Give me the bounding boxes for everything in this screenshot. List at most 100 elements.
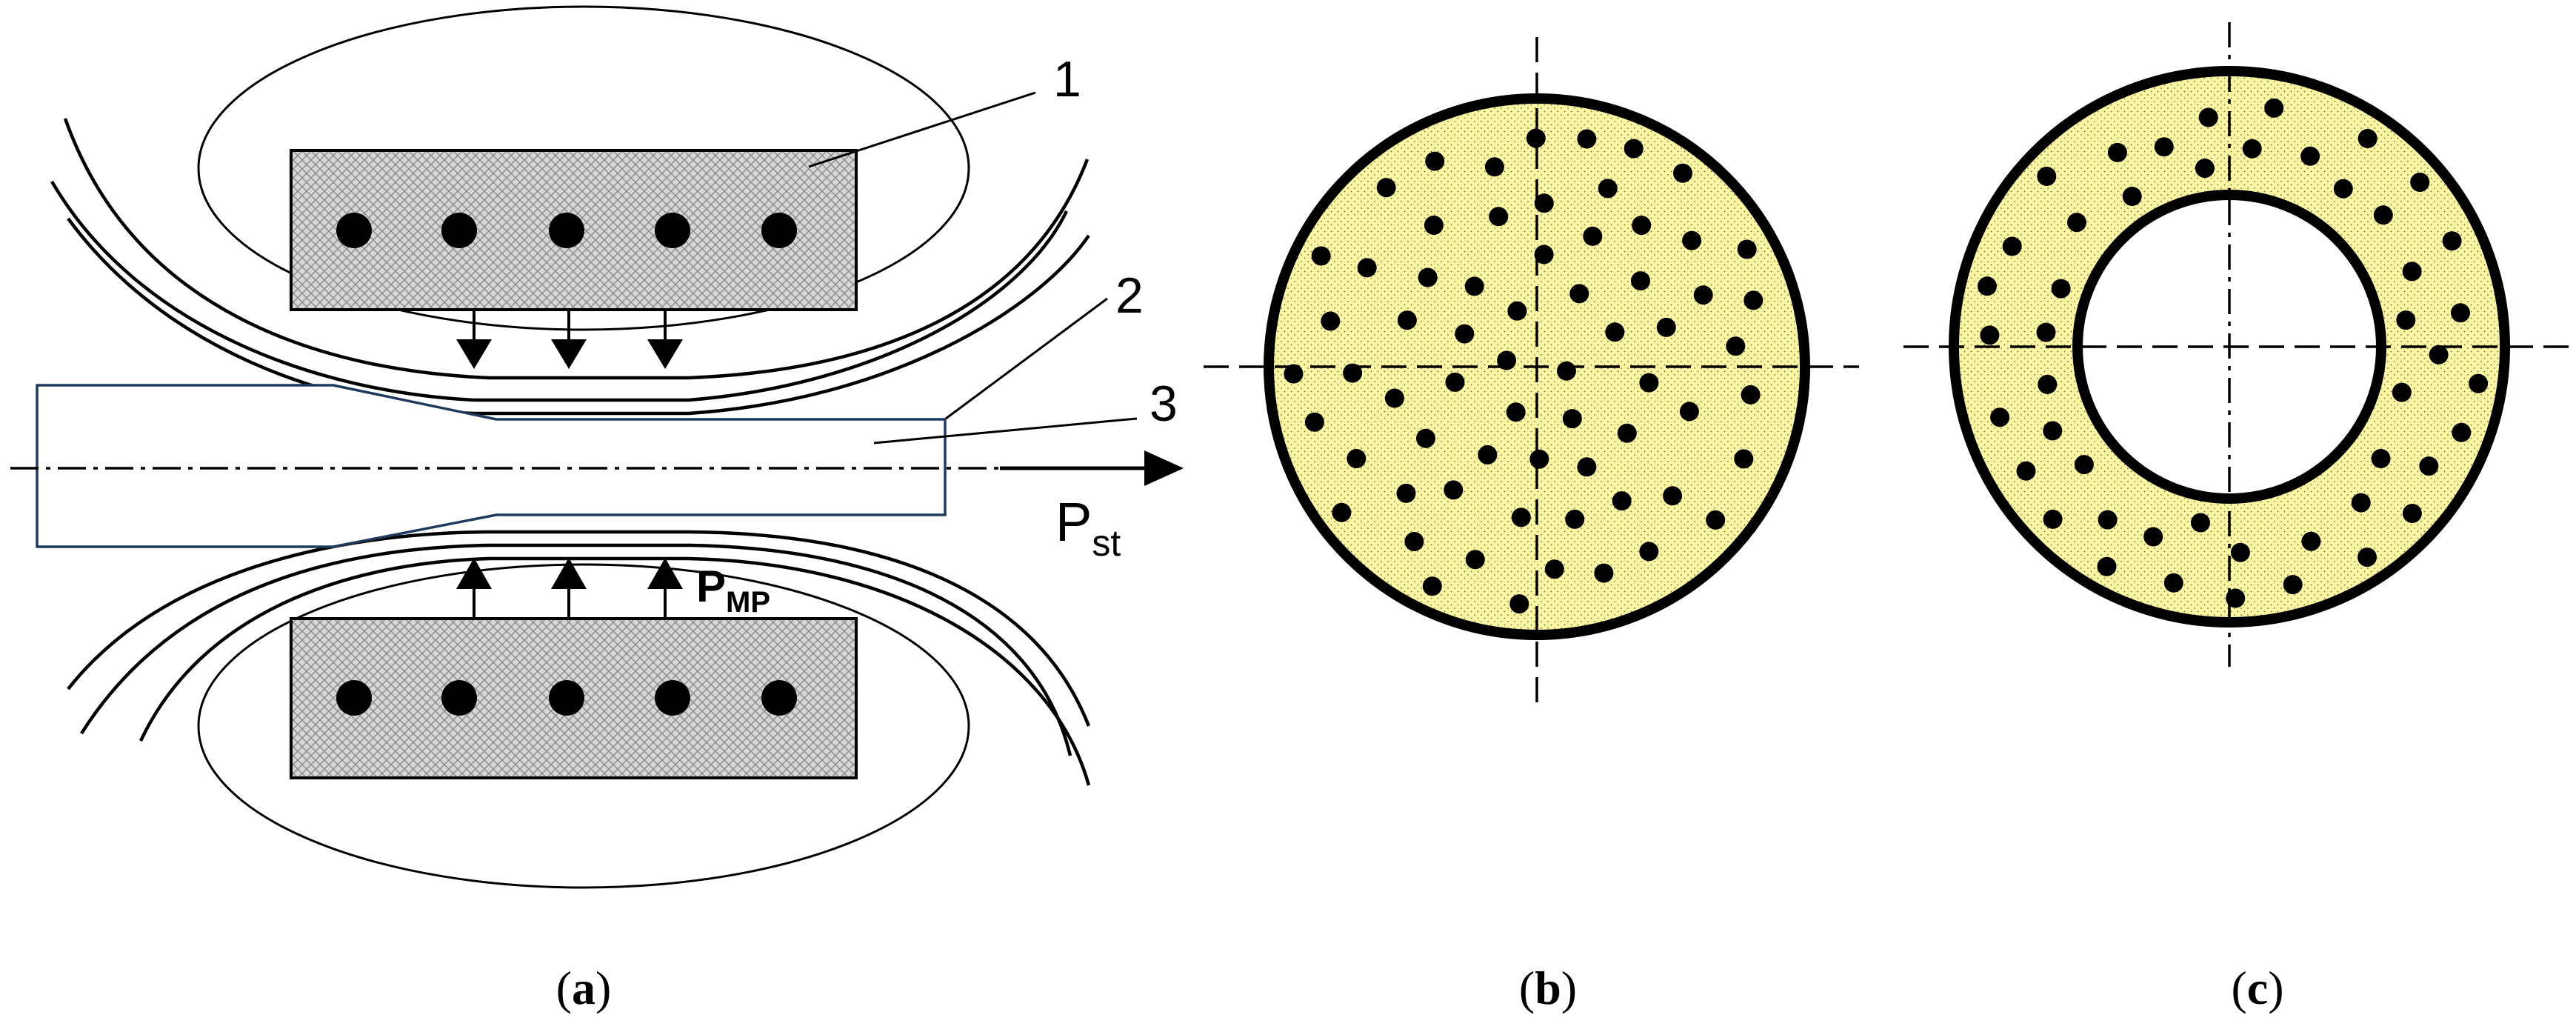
- particle-dot: [1639, 542, 1659, 562]
- particle-dot: [1679, 402, 1699, 422]
- particle-dot: [1424, 216, 1444, 235]
- particle-dot: [1509, 594, 1529, 614]
- pressure-arrow-head: [551, 339, 587, 369]
- particle-dot: [1617, 423, 1637, 443]
- particle-dot: [2358, 547, 2377, 567]
- particle-dot: [1526, 128, 1546, 148]
- particle-dot: [2097, 556, 2117, 576]
- conductor-dot: [549, 213, 584, 248]
- label-pst-sub: st: [1092, 522, 1121, 564]
- particle-dot: [1511, 507, 1531, 527]
- particle-dot: [2358, 129, 2378, 148]
- particle-dot: [2098, 510, 2118, 530]
- particle-dot: [2242, 139, 2262, 159]
- particle-dot: [1682, 230, 1702, 250]
- label-3: 3: [1149, 376, 1178, 432]
- particle-dot: [1978, 276, 1997, 296]
- particle-dot: [2351, 493, 2371, 513]
- label-pst-main: P: [1055, 491, 1092, 553]
- particle-dot: [1726, 336, 1746, 356]
- particle-dot: [2036, 322, 2056, 342]
- particle-dot: [2451, 303, 2470, 323]
- particle-dot: [1534, 244, 1554, 264]
- particle-dot: [1980, 325, 2000, 345]
- particle-dot: [1990, 407, 2010, 427]
- panel-a: 1 2 3 Pst PMP: [10, 5, 1184, 889]
- particle-dot: [1569, 284, 1589, 304]
- particle-dot: [1605, 322, 1625, 342]
- particle-dot: [2067, 213, 2086, 233]
- particle-dot: [2410, 173, 2430, 192]
- particle-dot: [1624, 139, 1644, 159]
- caption-c: (c): [2231, 962, 2283, 1014]
- solid-section-particles: [1284, 128, 1764, 614]
- leader-line-2: [945, 297, 1108, 420]
- particle-dot: [2371, 449, 2391, 468]
- pressure-arrows-down: [456, 311, 683, 369]
- caption-b-letter: b: [1535, 962, 1561, 1014]
- leader-line-3: [873, 417, 1138, 445]
- particle-dot: [2392, 382, 2412, 402]
- particle-dot: [2396, 310, 2416, 330]
- conductor-dot: [549, 680, 584, 716]
- particle-dot: [2163, 573, 2183, 593]
- particle-dot: [1321, 311, 1341, 331]
- particle-dot: [1577, 129, 1597, 149]
- particle-dot: [2300, 146, 2320, 166]
- particle-dot: [1444, 480, 1464, 500]
- leader-line-1: [808, 91, 1036, 168]
- particle-dot: [1404, 532, 1424, 551]
- particle-dot: [1445, 372, 1465, 392]
- particle-dot: [2195, 159, 2215, 179]
- field-line-upper-1: [63, 118, 1090, 380]
- label-pmp-sub: MP: [726, 586, 770, 619]
- caption-a: (a): [556, 962, 612, 1014]
- particle-dot: [1598, 179, 1618, 199]
- caption-c-letter: c: [2247, 962, 2268, 1014]
- pressure-arrow-head: [551, 558, 587, 589]
- particle-dot: [1583, 226, 1603, 246]
- field-line-upper-3: [67, 217, 1090, 416]
- particle-dot: [2429, 344, 2449, 364]
- pressure-arrow-head: [456, 558, 492, 589]
- particle-dot: [1706, 510, 1726, 530]
- particle-dot: [1422, 576, 1442, 596]
- field-line-lower-1: [67, 530, 1091, 727]
- pst-arrowhead: [1144, 450, 1184, 486]
- label-pmp: PMP: [696, 562, 770, 619]
- particle-dot: [1284, 364, 1304, 384]
- particle-dot: [1332, 502, 1352, 522]
- particle-dot: [2016, 461, 2036, 481]
- particle-dot: [2264, 98, 2284, 118]
- particle-dot: [1357, 258, 1377, 278]
- particle-dot: [2107, 142, 2127, 162]
- particle-dot: [1478, 445, 1498, 465]
- caption-c-open: (: [2231, 962, 2246, 1014]
- tube-section-particles: [1978, 98, 2489, 608]
- particle-dot: [2191, 513, 2210, 533]
- conductor-dot: [655, 680, 690, 716]
- particle-dot: [1631, 271, 1650, 291]
- particle-dot: [1734, 449, 1754, 469]
- particle-dot: [2122, 187, 2142, 206]
- particle-dot: [2402, 504, 2422, 523]
- particle-dot: [2043, 509, 2063, 529]
- particle-dot: [2037, 167, 2057, 186]
- caption-a-letter: a: [572, 962, 595, 1014]
- particle-dot: [1544, 559, 1564, 579]
- particle-dot: [2301, 531, 2321, 551]
- particle-dot: [2469, 373, 2489, 393]
- particle-dot: [1673, 163, 1692, 183]
- particle-dot: [1455, 324, 1475, 344]
- caption-c-close: ): [2268, 962, 2283, 1014]
- particle-dot: [2442, 231, 2462, 251]
- particle-dot: [1347, 449, 1367, 468]
- upper-coil-ellipse: [197, 5, 970, 331]
- pressure-arrow-head: [456, 339, 492, 369]
- particle-dot: [1489, 207, 1509, 227]
- particle-dot: [2154, 137, 2174, 157]
- caption-b: (b): [1519, 962, 1577, 1014]
- particle-dot: [1577, 457, 1597, 477]
